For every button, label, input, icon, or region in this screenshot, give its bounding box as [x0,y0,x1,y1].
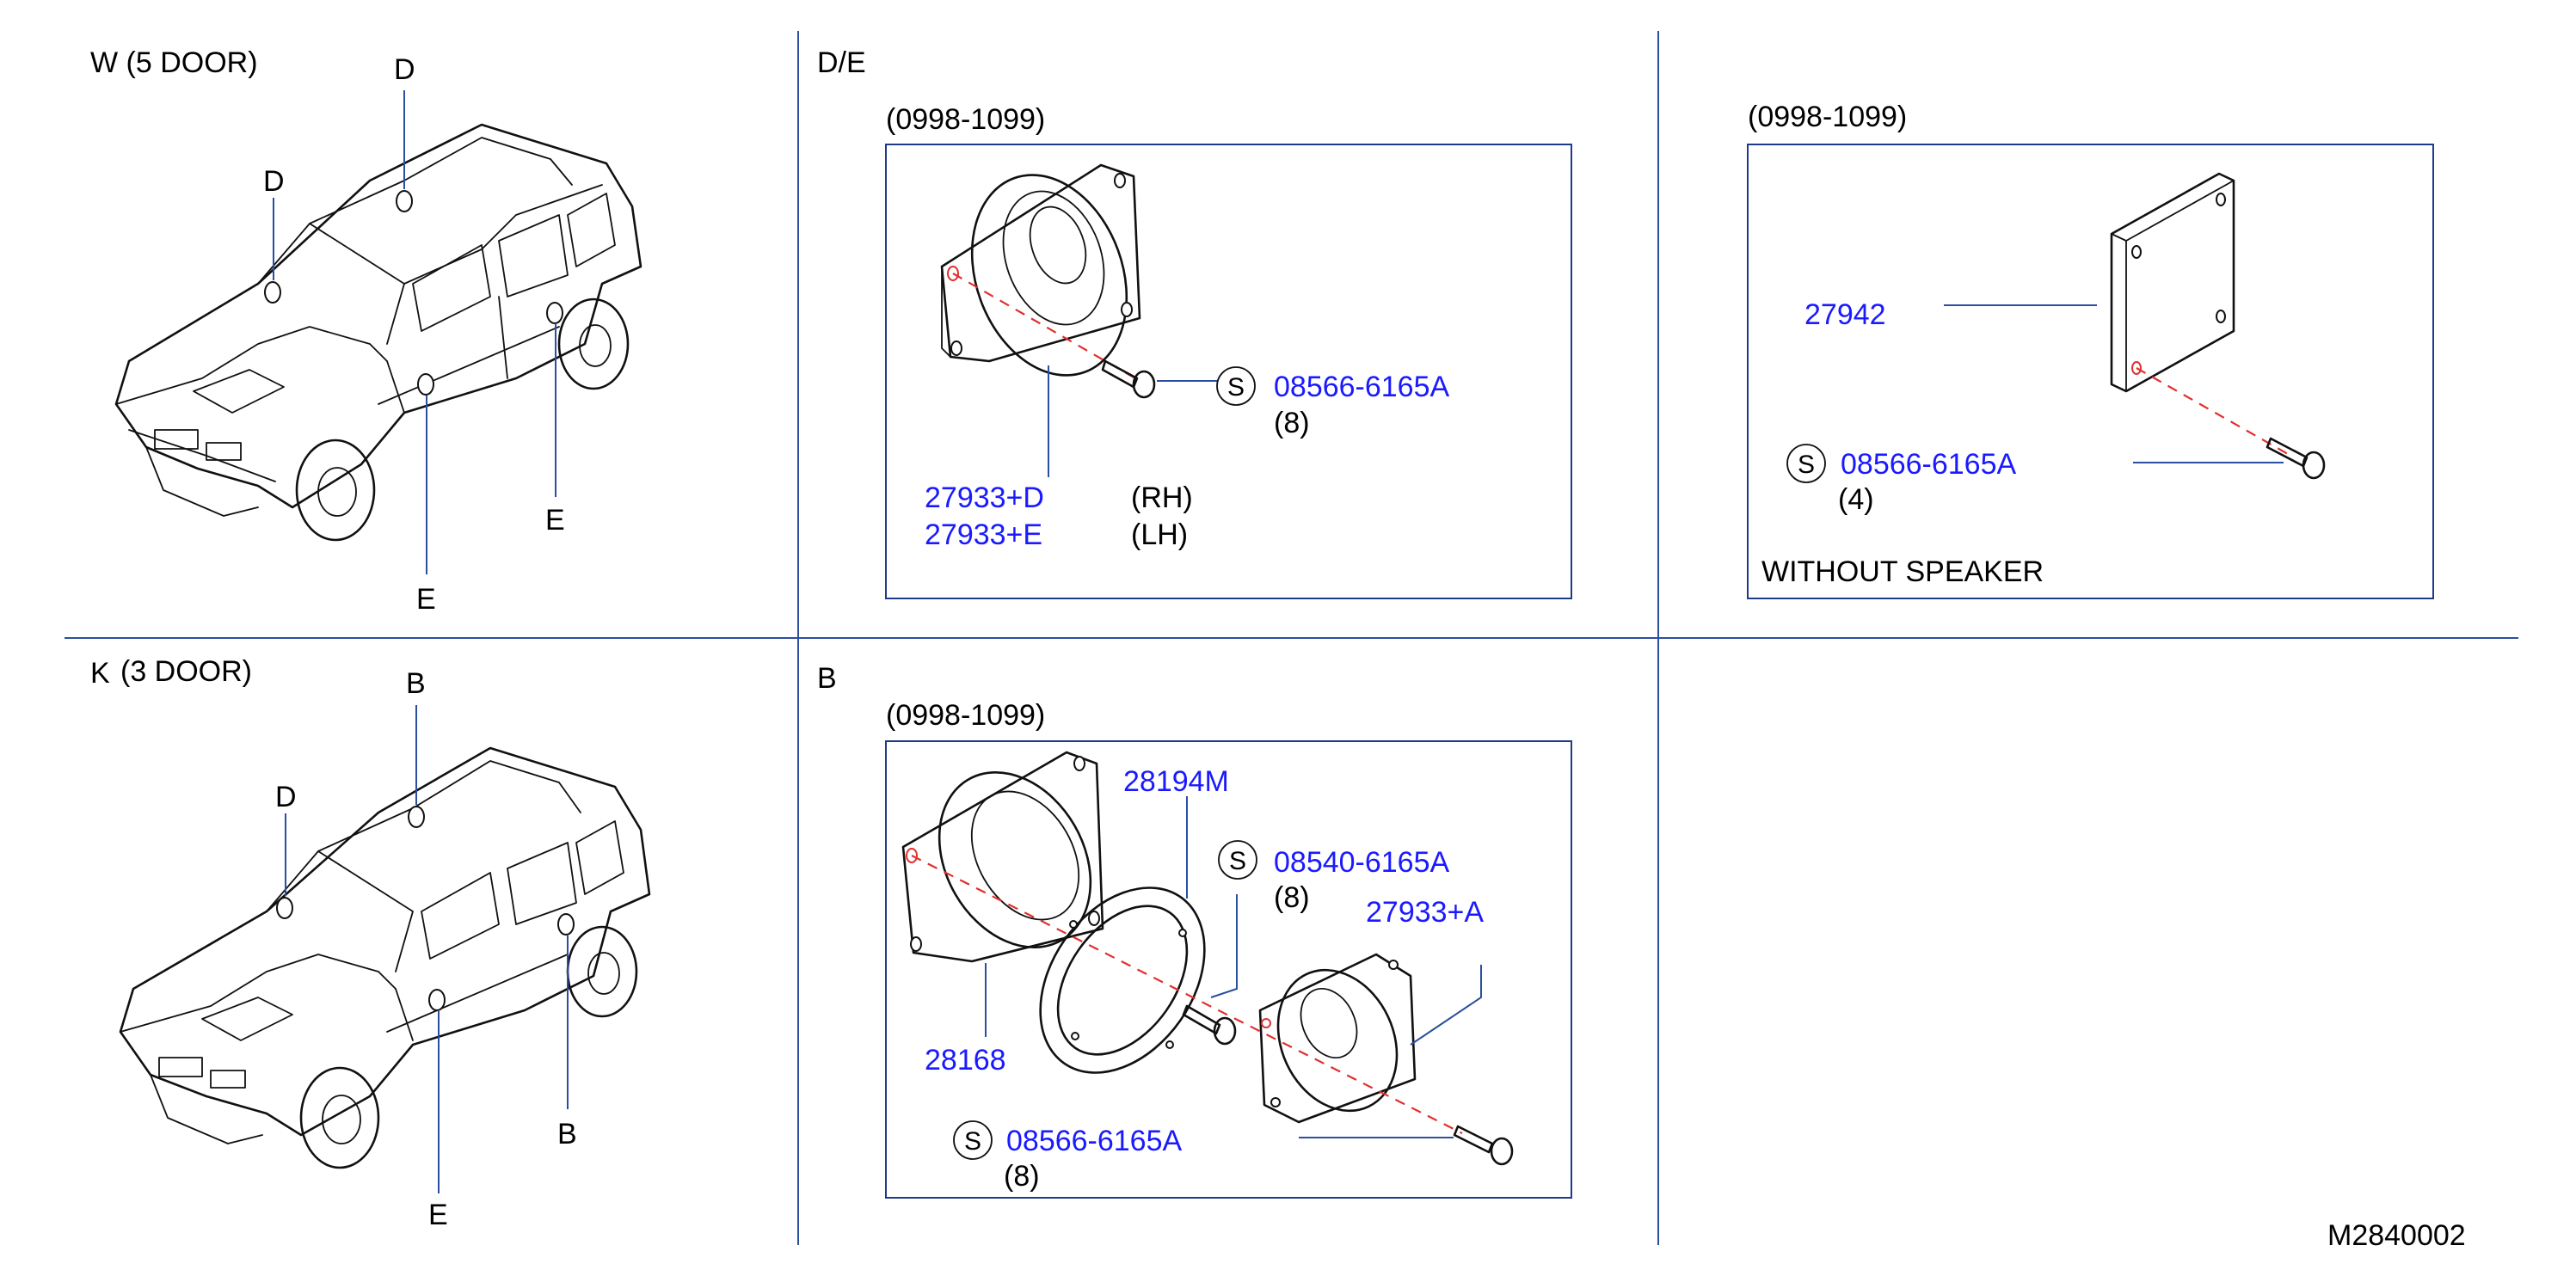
screw-ws [2266,437,2326,480]
without-speaker-note: WITHOUT SPEAKER [1761,555,2044,588]
screw-part-number-de: 08566-6165A [1274,371,1450,403]
speaker-bracket-de [940,163,1141,377]
speaker-part-number: 27933+A [1366,896,1484,929]
screw-symbol-circle-ws [1786,444,1826,483]
gasket [1039,886,1206,1074]
panel-de-title: D/E [817,46,866,79]
part-number-lh: 27933+E [925,518,1042,551]
callout-d-windshield-k: D [275,781,297,813]
callout-b-roof: B [406,667,426,700]
panel-k-3-door: K (3 DOOR) B D [90,655,651,1231]
screw2-symbol-circle [953,1120,993,1160]
callout-b-quarter: B [557,1118,577,1150]
screw1-quantity: (8) [1274,881,1310,914]
panel-k-title-letter: K [90,657,110,690]
cover-part-number: 27942 [1804,298,1886,331]
screw-de [1101,359,1156,399]
speaker-unit [1258,953,1417,1124]
panel-without-speaker: (0998-1099) 27942 S 08566-6165A (4) WITH… [1747,101,2434,599]
screw-symbol-circle-de [1216,366,1256,406]
screw-quantity-ws: (4) [1838,483,1874,516]
screw-b-1 [1182,1004,1237,1046]
screw1-symbol-circle [1218,840,1257,880]
bracket-part-number: 28168 [925,1044,1006,1077]
screw-quantity-de: (8) [1274,407,1310,439]
part-number-rh: 27933+D [925,482,1044,514]
side-rh: (RH) [1131,482,1193,514]
screw2-symbol: S [964,1127,981,1156]
vehicle-3-door-illustration [119,746,651,1169]
panel-w-5-door: W (5 DOOR) [90,46,642,616]
callout-e-front-door: E [416,583,436,616]
vehicle-5-door-illustration [114,123,642,542]
screw-b-2 [1453,1125,1514,1166]
screw2-quantity: (8) [1004,1160,1040,1193]
drawing-code: M2840002 [2327,1219,2466,1252]
screw1-part-number: 08540-6165A [1274,846,1450,879]
panel-k-title-door: (3 DOOR) [120,655,252,688]
panel-b-period: (0998-1099) [886,699,1045,732]
side-lh: (LH) [1131,518,1188,551]
panel-b-frame [885,740,1572,1199]
panel-w-title: W (5 DOOR) [90,46,258,79]
screw-part-number-ws: 08566-6165A [1841,448,2017,481]
panel-de-period: (0998-1099) [886,103,1045,136]
screw-symbol-ws: S [1798,451,1815,479]
speaker-bracket-b [901,751,1104,963]
gasket-part-number: 28194M [1123,765,1229,798]
cover-plate [2110,172,2235,393]
panel-ws-period: (0998-1099) [1748,101,1907,133]
panel-b-title: B [817,662,837,695]
screw1-symbol: S [1229,847,1246,875]
callout-d-windshield: D [263,165,285,198]
callout-d-roof: D [394,53,415,86]
callout-e-door-k: E [428,1199,448,1231]
panel-b: B (0998-1099) [817,662,1572,1199]
screw2-part-number: 08566-6165A [1006,1125,1183,1157]
panel-de-frame [885,144,1572,599]
panel-d-e: D/E (0998-1099) S 08566-6165A (8) 27933+… [817,46,1572,599]
screw-symbol-de: S [1227,373,1245,402]
panel-ws-frame [1747,144,2434,599]
callout-e-rear-door: E [545,504,565,537]
